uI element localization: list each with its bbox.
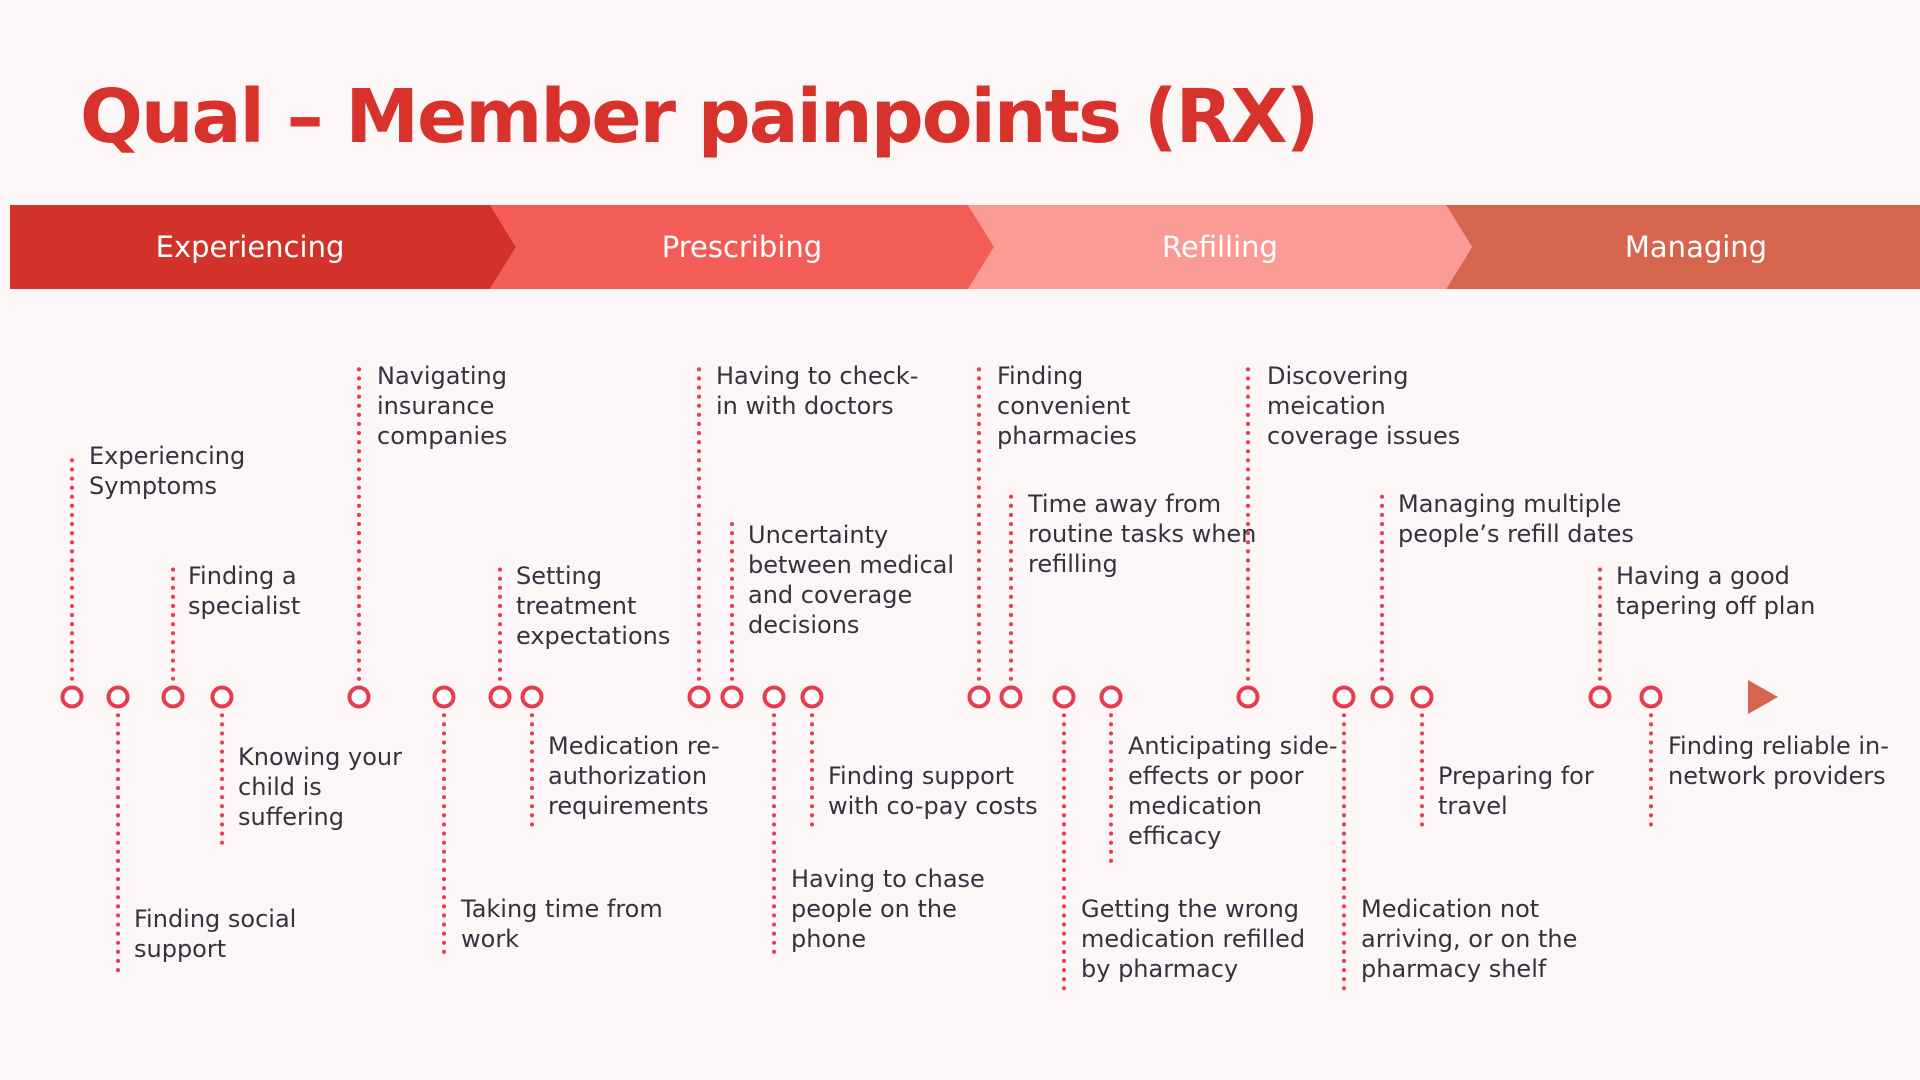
painpoint-marker	[1052, 685, 1076, 709]
painpoint-marker	[347, 685, 371, 709]
painpoint-marker	[1588, 685, 1612, 709]
painpoint-label: Anticipating side- effects or poor medic…	[1128, 732, 1338, 850]
painpoint-marker	[1099, 685, 1123, 709]
page-title: Qual – Member painpoints (RX)	[80, 74, 1319, 160]
painpoint-marker	[1236, 685, 1260, 709]
painpoint-marker	[106, 685, 130, 709]
painpoint-marker	[762, 685, 786, 709]
painpoint-marker	[720, 685, 744, 709]
painpoint-marker	[210, 685, 234, 709]
painpoint-label: Experiencing Symptoms	[89, 442, 246, 500]
painpoint-label: Having to check- in with doctors	[716, 362, 919, 420]
stage-chevron-managing	[1446, 205, 1920, 289]
painpoint-label: Medication re- authorization requirement…	[548, 732, 720, 820]
painpoint-label: Finding convenient pharmacies	[997, 362, 1137, 450]
timeline-arrow-icon	[1748, 680, 1778, 714]
painpoint-label: Medication not arriving, or on the pharm…	[1361, 895, 1578, 983]
painpoint-marker	[488, 685, 512, 709]
painpoint-label: Finding social support	[134, 905, 297, 963]
painpoint-label: Setting treatment expectations	[516, 562, 671, 650]
painpoint-label: Uncertainty between medical and coverage…	[748, 521, 955, 639]
painpoint-label: Having a good tapering off plan	[1616, 562, 1816, 620]
painpoint-label: Navigating insurance companies	[377, 362, 508, 450]
painpoint-marker	[161, 685, 185, 709]
stage-label-refilling: Refilling	[1162, 230, 1278, 264]
painpoint-label: Finding a specialist	[188, 562, 301, 620]
painpoint-label: Finding reliable in- network providers	[1668, 732, 1889, 790]
stage-chevron-prescribing	[490, 205, 994, 289]
stage-chevron-experiencing	[10, 205, 516, 289]
painpoint-marker	[687, 685, 711, 709]
painpoint-marker	[432, 685, 456, 709]
painpoint-label: Taking time from work	[461, 895, 663, 953]
painpoint-label: Having to chase people on the phone	[791, 865, 985, 953]
painpoint-label: Discovering meication coverage issues	[1267, 362, 1461, 450]
painpoint-label: Finding support with co-pay costs	[828, 762, 1038, 820]
painpoint-marker	[999, 685, 1023, 709]
painpoint-marker	[1370, 685, 1394, 709]
painpoint-label: Knowing your child is suffering	[238, 743, 402, 831]
stage-label-prescribing: Prescribing	[661, 230, 823, 264]
painpoint-marker	[1332, 685, 1356, 709]
painpoint-marker	[1410, 685, 1434, 709]
painpoint-marker	[60, 685, 84, 709]
painpoint-marker	[1639, 685, 1663, 709]
stage-label-managing: Managing	[1624, 230, 1768, 264]
painpoint-label: Managing multiple people’s refill dates	[1398, 490, 1634, 548]
painpoint-label: Preparing for travel	[1438, 762, 1594, 820]
painpoint-marker	[967, 685, 991, 709]
painpoint-marker	[800, 685, 824, 709]
painpoint-label: Getting the wrong medication refilled by…	[1081, 895, 1306, 983]
stage-chevron-refilling	[968, 205, 1472, 289]
painpoint-marker	[520, 685, 544, 709]
stage-label-experiencing: Experiencing	[155, 230, 345, 264]
painpoint-label: Time away from routine tasks when refill…	[1028, 490, 1257, 578]
